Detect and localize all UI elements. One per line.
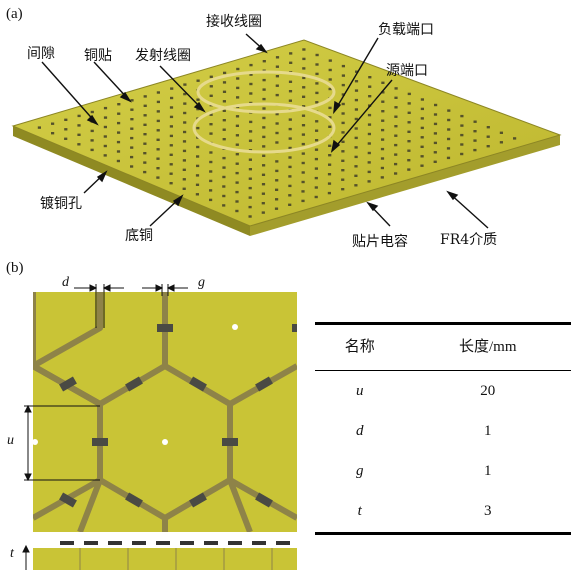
panel-a-tag: (a) — [6, 6, 23, 22]
arrow-load-port — [333, 37, 379, 113]
header-name: 名称 — [315, 320, 405, 371]
param-value: 1 — [484, 462, 492, 479]
param-value: 3 — [484, 502, 492, 519]
table-row: t 3 — [315, 491, 571, 531]
board-front-right-side — [250, 135, 560, 236]
header-length: 长度/mm — [404, 320, 571, 371]
label-gap: 间隙 — [27, 46, 55, 62]
param-name: u — [356, 382, 364, 399]
unit-cell-top-view — [22, 284, 297, 570]
capacitor — [157, 324, 173, 332]
table-row: g 1 — [315, 451, 571, 491]
parameter-table: 名称 长度/mm u 20 d 1 g 1 t 3 — [315, 320, 571, 531]
table-header-row: 名称 长度/mm — [315, 320, 571, 371]
label-source-port: 源端口 — [386, 63, 428, 79]
label-plated-hole: 镀铜孔 — [40, 196, 82, 212]
table-bottom-rule — [315, 532, 571, 535]
board-front-left-side — [13, 126, 250, 236]
table-row: u 20 — [315, 371, 571, 412]
param-value: 1 — [484, 422, 492, 439]
board-3d-illustration — [11, 33, 562, 236]
arrow-gap — [41, 61, 98, 125]
side-view-board — [33, 548, 297, 570]
label-copper-patch: 铜贴 — [84, 48, 112, 64]
param-name: d — [356, 422, 364, 439]
via-grid — [37, 48, 517, 218]
param-name: t — [357, 502, 362, 519]
via-hole — [232, 324, 238, 330]
dim-g-label: g — [198, 275, 205, 290]
transmit-coil — [192, 102, 336, 154]
label-bottom-copper: 底铜 — [125, 228, 153, 244]
panel-b-tag: (b) — [6, 260, 24, 276]
dim-u-label: u — [7, 433, 14, 448]
arrow-source-port — [331, 79, 393, 152]
board-top-surface — [11, 39, 562, 227]
table-row: d 1 — [315, 411, 571, 451]
param-name: g — [356, 462, 364, 479]
dim-d-label: d — [62, 275, 69, 290]
label-transmit-coil: 发射线圈 — [135, 48, 191, 64]
param-value: 20 — [480, 382, 496, 399]
arrow-tx-coil — [159, 65, 205, 112]
label-fr4: FR4介质 — [440, 232, 498, 248]
receive-coil — [196, 70, 336, 114]
label-load-port: 负载端口 — [378, 22, 434, 38]
dim-t-label: t — [10, 546, 14, 561]
label-receive-coil: 接收线圈 — [206, 14, 262, 30]
label-chip-capacitor: 贴片电容 — [352, 234, 408, 250]
side-view-top-copper — [60, 541, 74, 545]
